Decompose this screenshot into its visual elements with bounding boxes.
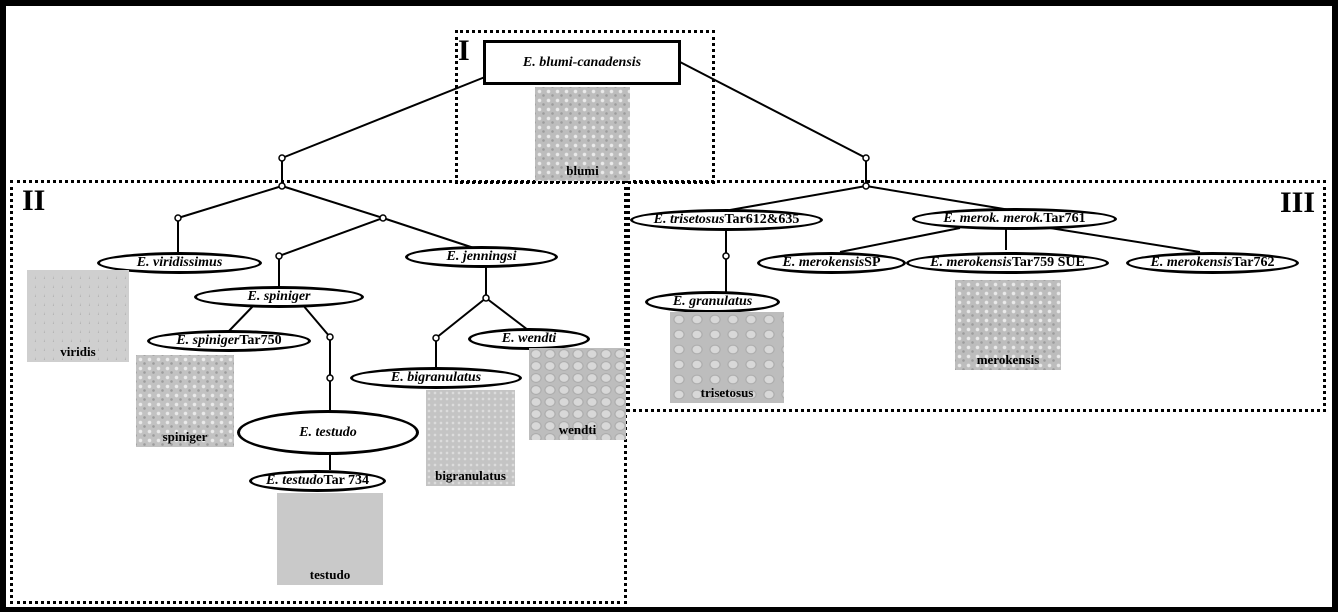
photo-spiniger: spiniger	[136, 355, 234, 447]
strain-label: Tar750	[239, 333, 282, 348]
photo-wendti: wendti	[529, 348, 626, 440]
node-merok-merok: E. merok. merok. Tar761	[912, 208, 1117, 230]
photo-testudo: testudo	[277, 493, 383, 585]
node-spiniger-tar750: E. spiniger Tar750	[147, 330, 311, 352]
node-spiniger: E. spiniger	[194, 286, 364, 308]
photo-bigranulatus: bigranulatus	[426, 390, 515, 486]
node-merokensis-sp: E. merokensis SP	[757, 252, 906, 274]
photo-viridis: viridis	[27, 270, 129, 362]
species-name: E. granulatus	[672, 294, 753, 309]
species-name: E. testudo	[299, 424, 357, 440]
node-merokensis-tar759: E. merokensis Tar759 SUE	[906, 252, 1109, 274]
strain-label: Tar612&635	[724, 212, 800, 227]
strain-label: SP	[864, 255, 881, 270]
photo-caption: testudo	[309, 567, 351, 582]
species-name: E. viridissimus	[136, 255, 223, 270]
species-name: E. bigranulatus	[390, 370, 482, 385]
node-jenningsi: E. jenningsi	[405, 246, 558, 268]
photo-merokensis: merokensis	[955, 280, 1061, 370]
species-name: E. jenningsi	[446, 249, 517, 264]
node-trisetosus: E. trisetosus Tar612&635	[630, 209, 823, 231]
node-wendti: E. wendti	[468, 328, 590, 350]
species-name: E. spiniger	[176, 333, 240, 348]
node-bigranulatus: E. bigranulatus	[350, 367, 522, 389]
root-label: E. blumi-canadensis	[522, 54, 642, 70]
node-viridissimus: E. viridissimus	[97, 252, 262, 274]
strain-label: Tar762	[1232, 255, 1275, 270]
species-name: E. wendti	[501, 331, 557, 346]
group-label-I: I	[458, 34, 470, 67]
species-name: E. merokensis	[930, 255, 1012, 270]
strain-label: Tar759 SUE	[1011, 255, 1085, 270]
node-granulatus: E. granulatus	[645, 291, 780, 313]
node-testudo-tar734: E. testudo Tar 734	[249, 470, 386, 492]
species-name: E. spiniger	[247, 289, 311, 304]
photo-caption: trisetosus	[700, 385, 754, 400]
species-name: E. trisetosus	[653, 212, 725, 227]
species-name: E. merokensis	[782, 255, 865, 270]
node-merokensis-tar762: E. merokensis Tar762	[1126, 252, 1299, 274]
strain-label: Tar761	[1043, 211, 1086, 226]
photo-caption: bigranulatus	[435, 468, 506, 483]
root-node: E. blumi-canadensis	[483, 40, 681, 85]
group-label-II: II	[22, 184, 46, 217]
photo-blumi: blumi	[535, 87, 630, 181]
photo-caption: viridis	[60, 344, 96, 359]
photo-caption: spiniger	[162, 429, 208, 444]
node-testudo: E. testudo	[237, 410, 419, 455]
species-name: E. merokensis	[1150, 255, 1233, 270]
strain-label: Tar 734	[323, 473, 370, 488]
species-name: E. testudo	[265, 473, 324, 488]
photo-trisetosus: trisetosus	[670, 312, 784, 403]
group-label-III: III	[1280, 186, 1316, 219]
photo-caption: merokensis	[976, 352, 1040, 367]
photo-caption: wendti	[558, 422, 597, 437]
group-box-III	[627, 180, 1326, 412]
photo-caption: blumi	[566, 163, 599, 178]
species-name: E. merok. merok.	[943, 211, 1044, 226]
